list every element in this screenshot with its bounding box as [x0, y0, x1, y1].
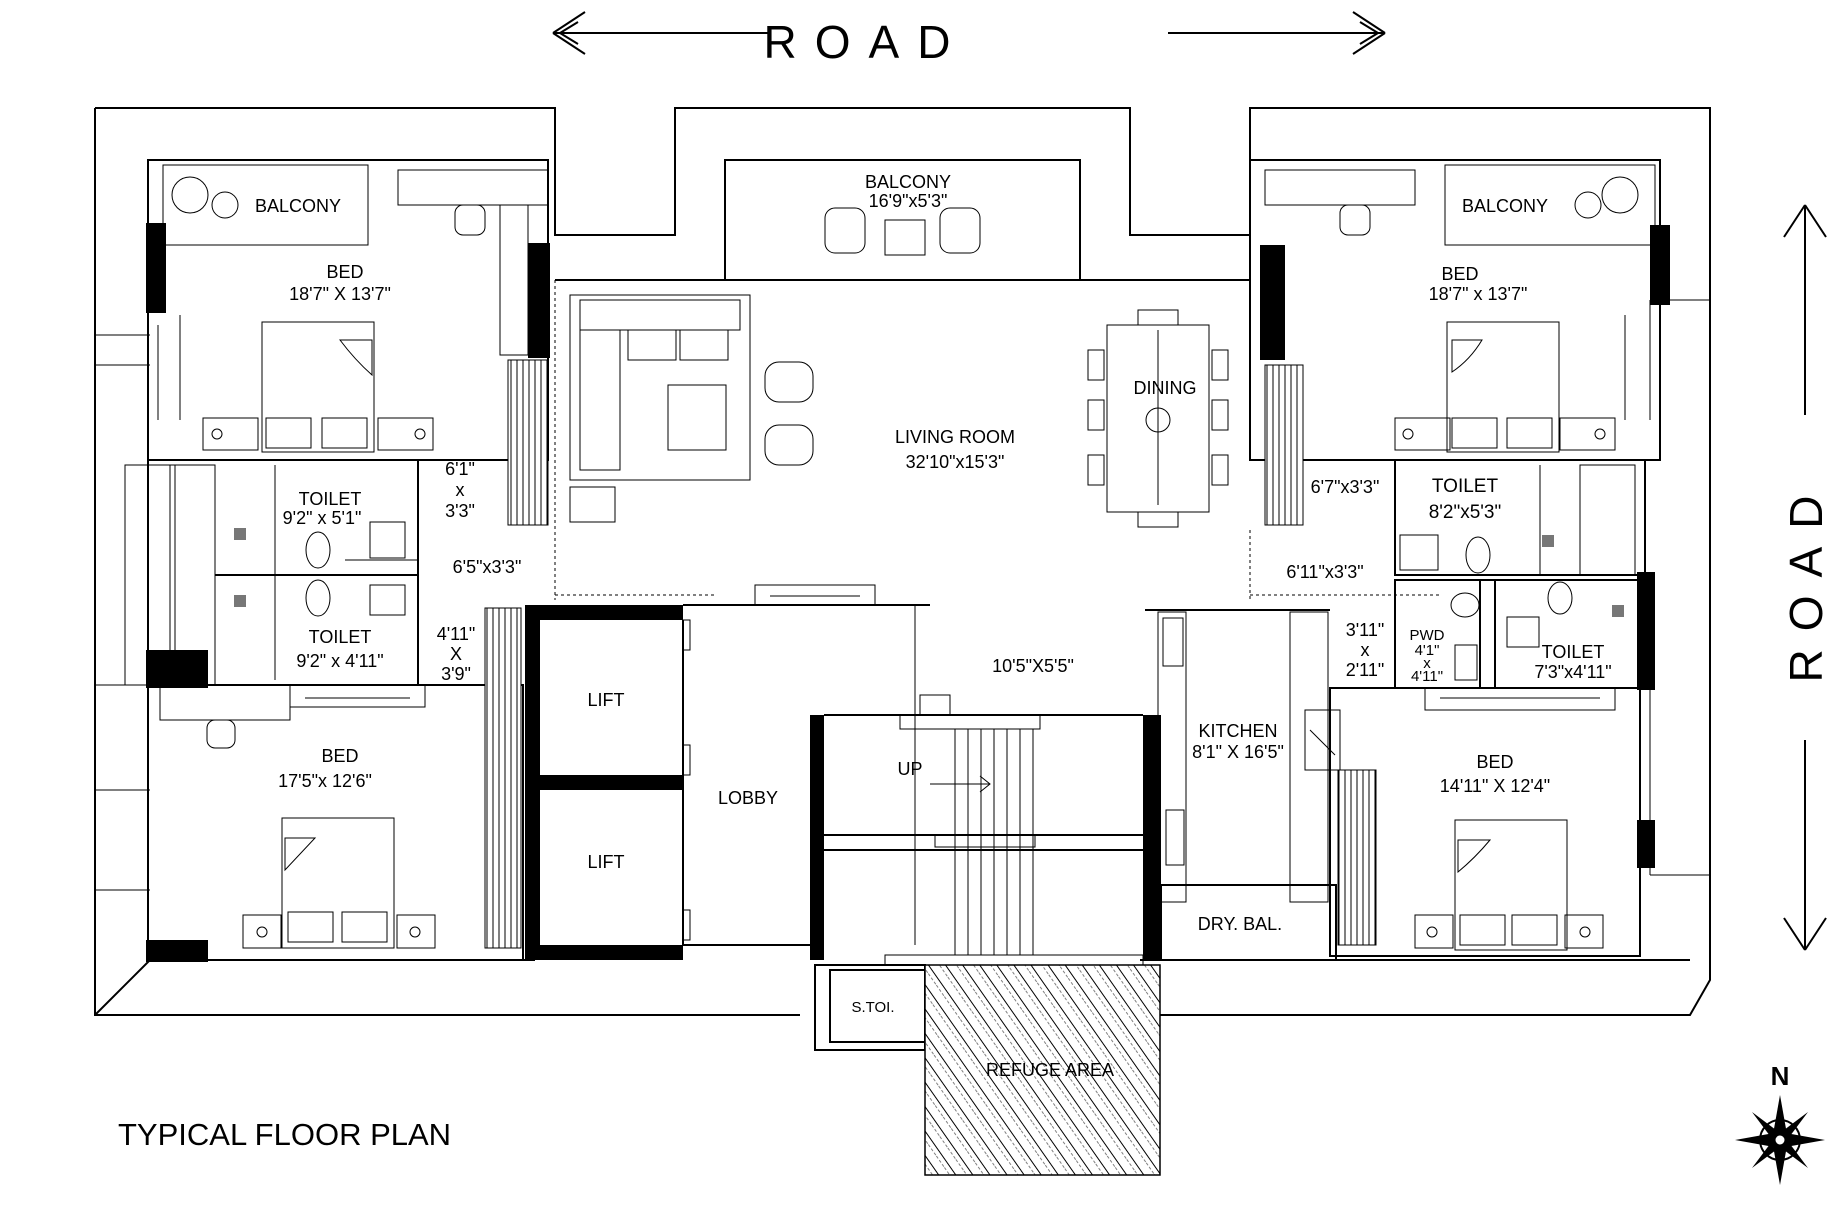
size-bed-bottom-right: 14'11" X 12'4" [1440, 776, 1550, 796]
label-balcony-center: BALCONY [865, 172, 951, 192]
size-living-room: 32'10"x15'3" [906, 452, 1005, 472]
label-lift-2: LIFT [587, 852, 624, 872]
size-bed-top-left: 18'7" X 13'7" [289, 284, 391, 304]
plan-title: TYPICAL FLOOR PLAN [118, 1117, 451, 1152]
size-toilet-3: 8'2"x5'3" [1429, 502, 1502, 523]
label-bed-top-right: BED [1441, 264, 1478, 284]
label-lift-1: LIFT [587, 690, 624, 710]
size-passage-6-a: 3'11" [1346, 620, 1385, 640]
size-passage-6-c: 2'11" [1346, 660, 1385, 680]
size-passage-1-a: 6'1" [445, 459, 475, 479]
size-passage-3-a: 4'11" [437, 624, 476, 644]
size-bed-top-right: 18'7" x 13'7" [1429, 284, 1528, 304]
label-pwd: PWD [1410, 627, 1445, 644]
label-lobby: LOBBY [718, 788, 778, 808]
compass-north-label: N [1771, 1061, 1790, 1091]
label-balcony-right: BALCONY [1462, 196, 1548, 216]
label-kitchen: KITCHEN [1198, 721, 1277, 741]
label-toilet-4: TOILET [1542, 642, 1605, 662]
road-arrow-top [552, 11, 1386, 55]
size-bed-bottom-left: 17'5"x 12'6" [278, 771, 372, 791]
left-wing [124, 159, 550, 962]
label-bed-bottom-right: BED [1476, 752, 1513, 772]
size-passage-5: 6'11"x3'3" [1286, 562, 1363, 582]
size-pwd-a: 4'1" [1415, 642, 1440, 659]
road-label-top: ROAD [764, 16, 969, 68]
compass-icon [1735, 1095, 1825, 1185]
label-refuge-area: REFUGE AREA [986, 1060, 1114, 1080]
size-passage-1-b: x [456, 480, 465, 500]
size-passage-3-b: X [450, 644, 462, 664]
label-stair-up: UP [897, 759, 922, 779]
right-wing [1249, 159, 1670, 957]
label-bed-bottom-left: BED [321, 746, 358, 766]
road-arrow-right [1783, 204, 1827, 951]
label-living-room: LIVING ROOM [895, 427, 1015, 447]
size-toilet-4: 7'3"x4'11" [1534, 662, 1611, 682]
size-balcony-center: 16'9"x5'3" [869, 191, 948, 211]
size-passage-4: 6'7"x3'3" [1311, 477, 1380, 497]
road-label-right: ROAD [1780, 478, 1832, 683]
label-dining: DINING [1134, 378, 1197, 398]
label-toilet-3: TOILET [1432, 476, 1499, 497]
core [525, 584, 1161, 1176]
size-pwd-b: x [1423, 655, 1431, 672]
size-toilet-2: 9'2" x 4'11" [296, 651, 383, 671]
label-toilet-2: TOILET [309, 627, 372, 647]
center-zone [554, 159, 1440, 600]
label-toilet-1: TOILET [299, 489, 362, 509]
size-passage-1-c: 3'3" [445, 501, 475, 521]
kitchen-zone [1145, 609, 1341, 961]
label-s-toi: S.TOI. [851, 999, 894, 1016]
label-bed-top-left: BED [326, 262, 363, 282]
size-kitchen: 8'1" X 16'5" [1192, 742, 1284, 762]
size-corridor: 10'5"X5'5" [992, 656, 1074, 676]
outer-walls [94, 107, 1711, 1016]
size-passage-6-b: x [1361, 640, 1370, 660]
size-passage-2: 6'5"x3'3" [453, 557, 522, 577]
size-pwd-c: 4'11" [1411, 668, 1443, 685]
size-toilet-1: 9'2" x 5'1" [283, 508, 362, 528]
stair-treads [954, 729, 1034, 955]
label-balcony-left: BALCONY [255, 196, 341, 216]
label-dry-bal: DRY. BAL. [1198, 914, 1282, 934]
size-passage-3-c: 3'9" [441, 664, 471, 684]
